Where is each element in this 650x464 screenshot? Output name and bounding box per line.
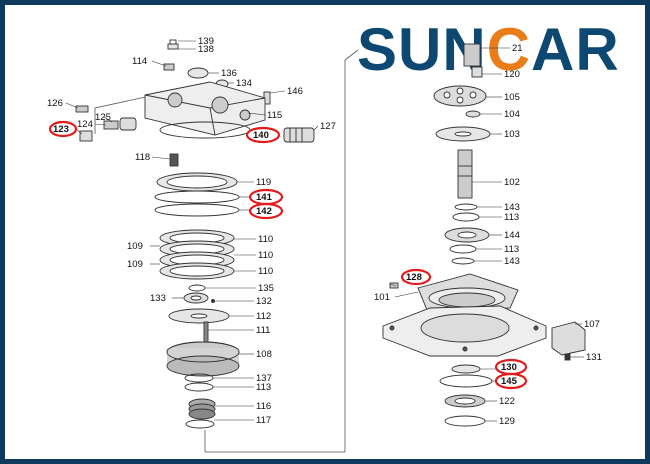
part-label-highlighted: 140 [253,130,269,141]
part-label: 131 [586,352,602,363]
part-label: 144 [504,230,520,241]
part-label: 105 [504,92,520,103]
part-label: 143 [504,202,520,213]
part-label: 124 [77,119,93,130]
part-label: 103 [504,129,520,140]
left-assembly [75,39,315,429]
brand-logo: SUNCAR [357,16,620,83]
part-label: 129 [499,416,515,427]
part-label: 143 [504,256,520,267]
part-label: 122 [499,396,515,407]
part-label-highlighted: 130 [501,362,517,373]
part-label: 133 [150,293,166,304]
part-label-highlighted: 123 [53,124,69,135]
part-label: 116 [256,401,271,412]
leader-lines [65,40,584,422]
part-label: 125 [95,112,111,123]
part-label: 118 [135,152,150,163]
part-label: 109 [127,241,143,252]
part-label-highlighted: 141 [256,192,273,203]
part-label: 107 [584,319,600,330]
part-label: 109 [127,259,143,270]
right-assembly [382,43,586,427]
part-label: 115 [267,110,282,121]
part-label: 101 [374,292,390,303]
assembly-outline-lines [94,49,359,453]
part-label: 113 [504,244,519,255]
highlight-ovals [48,120,528,390]
part-label: 132 [256,296,272,307]
part-label: 113 [256,382,271,393]
part-label: 113 [504,212,519,223]
part-label: 21 [512,43,523,54]
part-label: 102 [504,177,520,188]
part-label: 110 [258,234,273,245]
part-label: 126 [47,98,63,109]
part-label: 135 [258,283,274,294]
part-label-highlighted: 128 [406,272,422,283]
part-label: 117 [256,415,271,426]
part-label: 104 [504,109,520,120]
part-label: 110 [258,250,273,261]
part-label: 146 [287,86,303,97]
part-label: 108 [256,349,272,360]
part-label: 137 [256,373,272,384]
part-label: 111 [256,325,270,336]
part-number-labels: 139 138 114 136 134 146 126 115 125 123 … [47,36,602,427]
part-label: 110 [258,266,273,277]
part-label: 112 [256,311,271,322]
part-label-highlighted: 142 [256,206,272,217]
part-label: 120 [504,69,520,80]
part-label: 138 [198,44,214,55]
part-label: 134 [236,78,252,89]
part-label: 127 [320,121,336,132]
part-label: 114 [132,56,147,67]
part-label: 136 [221,68,237,79]
part-label: 139 [198,36,214,47]
part-label: 119 [256,177,271,188]
part-label-highlighted: 145 [501,376,518,387]
